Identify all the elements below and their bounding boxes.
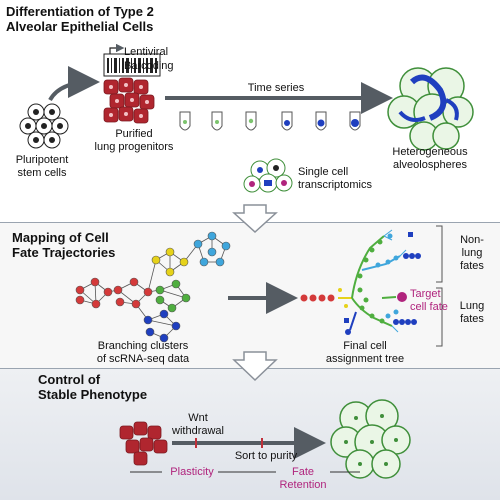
section2-title: Mapping of Cell Fate Trajectories (12, 230, 115, 260)
nonlung-line1: Non- (460, 234, 484, 246)
progenitors-line1: Purified (115, 128, 153, 140)
progenitors-label: Purified lung progenitors (84, 128, 184, 154)
single-cell-label: Single cell transcriptomics (298, 166, 372, 192)
barcoding-line1: Lentiviral (124, 46, 169, 58)
sc-line1: Single cell (298, 166, 349, 178)
final-line1: Final cell (343, 340, 387, 352)
stem-line2: stem cells (17, 167, 67, 179)
target-line2: cell fate (410, 301, 448, 313)
barcoding-line2: Barcoding (124, 60, 174, 72)
barcode-icon (103, 43, 161, 77)
panel-control (0, 368, 500, 500)
wnt-line1: Wnt (188, 412, 208, 424)
down-arrow (232, 351, 278, 382)
section2-title-line1: Mapping of Cell (12, 230, 109, 245)
section2-title-line2: Fate Trajectories (12, 245, 116, 260)
branching-line1: Branching clusters (97, 340, 189, 352)
section3-title-line2: Stable Phenotype (38, 387, 148, 402)
stem-cells-label: Pluripotent stem cells (2, 154, 82, 180)
barcoding-label: Lentiviral (124, 46, 168, 59)
fate-line2: Retention (279, 479, 327, 491)
target-cell-fate-node (397, 292, 407, 302)
sort-to-purity-label: Sort to purity (234, 450, 298, 462)
section1-title-line2: Alveolar Epithelial Cells (6, 19, 154, 34)
section1-title-line1: Differentiation of Type 2 (6, 4, 154, 19)
alveolospheres-label: Heterogeneous alveolospheres (378, 146, 482, 172)
alveolospheres (387, 67, 474, 151)
hetero-line2: alveolospheres (393, 159, 467, 171)
lung-fates-label: Lung fates (450, 300, 494, 326)
panel-mapping (0, 222, 500, 368)
final-tree-label: Final cell assignment tree (320, 340, 410, 366)
lung-line1: Lung (459, 300, 485, 312)
down-arrow (232, 204, 278, 234)
progenitor-cells-2 (119, 421, 168, 466)
stable-alveolospheres (330, 399, 411, 479)
progenitors-line2: lung progenitors (94, 141, 174, 153)
cell-assignment-tree (300, 229, 421, 335)
lung-progenitor-cells (103, 77, 155, 124)
branching-line2: of scRNA-seq data (96, 353, 190, 365)
pluripotent-stem-cells (19, 103, 69, 149)
final-line2: assignment tree (325, 353, 405, 365)
single-cell-droplets (243, 158, 293, 193)
sample-tubes (179, 111, 361, 131)
branching-label: Branching clusters of scRNA-seq data (88, 340, 198, 366)
time-series-label: Time series (247, 82, 305, 94)
bracket-lung (436, 287, 443, 347)
hetero-line1: Heterogeneous (392, 146, 468, 158)
nonlung-line2: lung (461, 247, 483, 259)
target-cell-fate-label: Target cell fate (410, 288, 448, 314)
section3-title: Control of Stable Phenotype (38, 372, 147, 402)
nonlung-fates-label: Non- lung fates (450, 234, 494, 273)
lung-line2: fates (460, 313, 484, 325)
stem-line1: Pluripotent (15, 154, 69, 166)
bracket-nonlung (436, 225, 443, 283)
fate-line1: Fate (291, 466, 314, 478)
barcoding-label-2: Barcoding (124, 60, 174, 73)
target-line1: Target (410, 288, 441, 300)
fate-retention-label: Fate Retention (276, 466, 330, 492)
curved-arrow (48, 66, 100, 102)
section1-title: Differentiation of Type 2 Alveolar Epith… (6, 4, 154, 34)
wnt-withdrawal-label: Wnt withdrawal (168, 412, 228, 438)
nonlung-line3: fates (460, 260, 484, 272)
sc-line2: transcriptomics (298, 179, 372, 191)
section3-title-line1: Control of (38, 372, 101, 387)
plasticity-label: Plasticity (170, 466, 214, 478)
wnt-line2: withdrawal (172, 425, 224, 437)
